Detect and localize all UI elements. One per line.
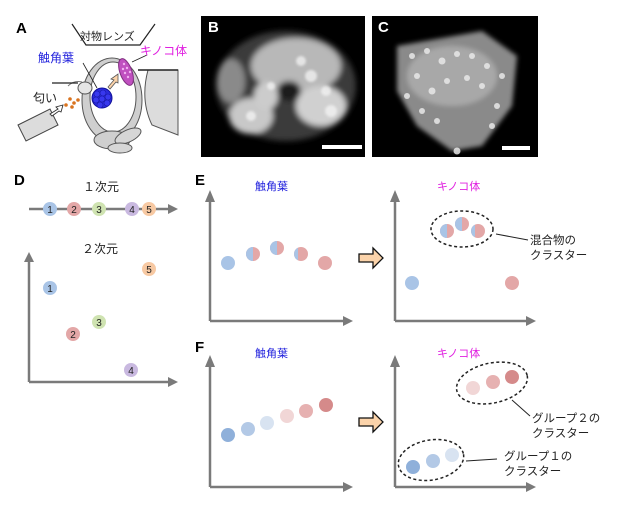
panel-letter-a: A — [16, 20, 27, 37]
f-right-title: キノコ体 — [437, 347, 481, 360]
transform-arrow-f — [358, 410, 384, 434]
scale-bar-b — [322, 145, 362, 149]
mixture-cluster-label: 混合物の クラスター — [530, 233, 588, 262]
svg-text:4: 4 — [129, 205, 135, 216]
svg-text:3: 3 — [96, 205, 102, 216]
svg-text:5: 5 — [146, 265, 152, 276]
panel-letter-e: E — [195, 172, 206, 189]
svg-text:1: 1 — [47, 205, 53, 216]
panel-letter-b: B — [208, 19, 219, 36]
objective-lens-label: 対物レンズ — [80, 30, 135, 43]
svg-text:5: 5 — [146, 205, 152, 216]
odor-label: 匂い — [33, 91, 58, 105]
e-left-title: 触角葉 — [255, 180, 288, 193]
dimension-plots: 1 2 3 4 5 1 2 3 4 5 — [24, 202, 178, 387]
svg-text:4: 4 — [128, 366, 134, 377]
svg-text:1: 1 — [47, 284, 53, 295]
scale-bar-c — [502, 146, 530, 150]
panel-b-image: B — [201, 16, 365, 157]
f-left-title: 触角葉 — [255, 347, 288, 360]
svg-text:2: 2 — [70, 330, 76, 341]
group1-cluster-label: グループ１の クラスター — [504, 449, 573, 478]
svg-text:3: 3 — [96, 318, 102, 329]
antennal-lobe-label: 触角葉 — [38, 51, 75, 65]
e-right-title: キノコ体 — [437, 180, 481, 193]
bee-head-schematic — [17, 23, 179, 154]
objective-lens-outline — [71, 23, 156, 46]
panel-letter-c: C — [378, 19, 389, 36]
panel-e-plots — [205, 190, 536, 326]
panel-letter-f: F — [195, 339, 205, 356]
panel-c-image: C — [372, 16, 538, 157]
svg-text:2: 2 — [71, 205, 77, 216]
mushroom-body-label: キノコ体 — [140, 44, 188, 58]
group2-cluster-label: グループ２の クラスター — [532, 411, 601, 440]
panel-letter-d: D — [14, 172, 25, 189]
mushroom-body-shape — [118, 58, 134, 86]
one-dim-label: １次元 — [83, 180, 120, 194]
antennal-lobe-shape — [91, 87, 113, 109]
transform-arrow-e — [358, 246, 384, 270]
two-dim-label: ２次元 — [82, 242, 119, 256]
